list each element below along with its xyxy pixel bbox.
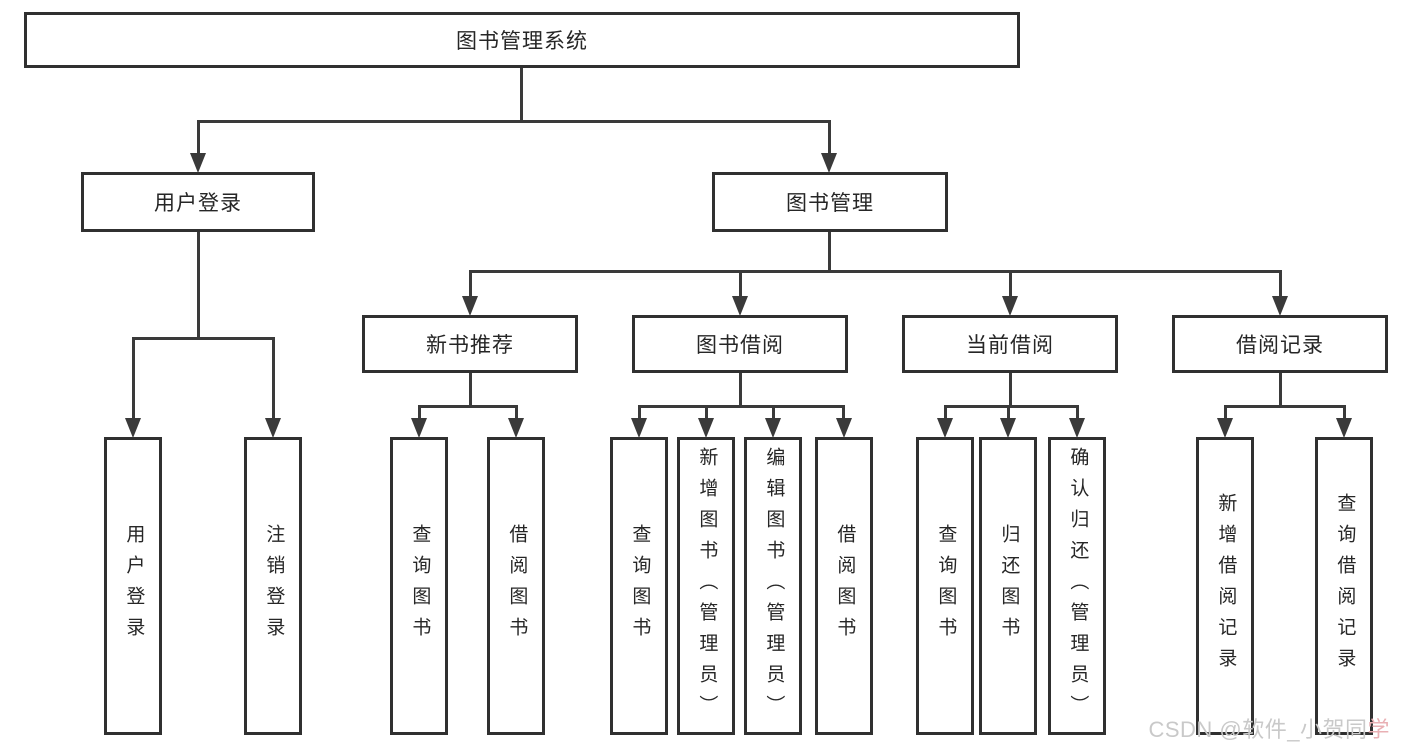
node-borrow-records-label: 借阅记录	[1236, 334, 1324, 357]
connector-borrow-records-split	[1224, 405, 1346, 408]
connector-to-leaf	[638, 405, 641, 420]
leaf-br-query-record: 查询借阅记录	[1315, 437, 1373, 735]
node-book-mgmt: 图书管理	[712, 172, 948, 232]
arrowhead-down-icon	[1000, 418, 1016, 438]
node-current-borrow-label: 当前借阅	[966, 334, 1054, 357]
leaf-logout-label: 注销登录	[263, 524, 285, 648]
arrowhead-down-icon	[631, 418, 647, 438]
leaf-logout: 注销登录	[244, 437, 302, 735]
arrowhead-down-icon	[1069, 418, 1085, 438]
leaf-cb-return-books: 归还图书	[979, 437, 1037, 735]
node-current-borrow: 当前借阅	[902, 315, 1118, 373]
leaf-bb-query-books-label: 查询图书	[629, 524, 651, 648]
arrowhead-down-icon	[411, 418, 427, 438]
arrowhead-down-icon	[698, 418, 714, 438]
connector-borrow-records-stem	[1279, 373, 1282, 405]
connector-book-borrow-split	[638, 405, 844, 408]
connector-to-leaf-logout	[272, 337, 275, 420]
leaf-bb-add-books-admin-label: 新增图书（管理员）	[696, 446, 718, 726]
arrowhead-down-icon	[765, 418, 781, 438]
connector-user-login-stem	[197, 232, 200, 337]
leaf-cb-return-books-label: 归还图书	[998, 524, 1020, 648]
leaf-cb-confirm-return-admin-label: 确认归还（管理员）	[1067, 446, 1089, 726]
node-borrow-records: 借阅记录	[1172, 315, 1388, 373]
arrowhead-down-icon	[265, 418, 281, 438]
arrowhead-down-icon	[836, 418, 852, 438]
connector-current-borrow-split	[944, 405, 1079, 408]
watermark-main-text: CSDN @软件_小贺同	[1148, 717, 1368, 742]
leaf-bb-borrow-books: 借阅图书	[815, 437, 873, 735]
connector-to-leaf	[1343, 405, 1346, 420]
connector-to-leaf	[1224, 405, 1227, 420]
arrowhead-down-icon	[1002, 296, 1018, 316]
leaf-nb-borrow-books: 借阅图书	[487, 437, 545, 735]
node-new-books: 新书推荐	[362, 315, 578, 373]
connector-to-leaf	[842, 405, 845, 420]
node-user-login-label: 用户登录	[154, 192, 242, 215]
arrowhead-down-icon	[125, 418, 141, 438]
connector-new-books-split	[418, 405, 518, 408]
connector-to-leaf	[1007, 405, 1010, 420]
arrowhead-down-icon	[821, 153, 837, 173]
arrowhead-down-icon	[1272, 296, 1288, 316]
node-book-borrow-label: 图书借阅	[696, 334, 784, 357]
connector-to-leaf	[1076, 405, 1079, 420]
leaf-br-add-record-label: 新增借阅记录	[1215, 493, 1237, 679]
connector-to-leaf	[705, 405, 708, 420]
leaf-bb-borrow-books-label: 借阅图书	[834, 524, 856, 648]
arrowhead-down-icon	[462, 296, 478, 316]
arrowhead-down-icon	[937, 418, 953, 438]
connector-to-leaf	[418, 405, 421, 420]
leaf-br-query-record-label: 查询借阅记录	[1334, 493, 1356, 679]
connector-book-mgmt-split	[469, 270, 1282, 273]
leaf-nb-query-books-label: 查询图书	[409, 524, 431, 648]
connector-user-login-split	[132, 337, 275, 340]
node-root: 图书管理系统	[24, 12, 1020, 68]
connector-to-leaf-user-login	[132, 337, 135, 420]
node-new-books-label: 新书推荐	[426, 334, 514, 357]
leaf-cb-query-books: 查询图书	[916, 437, 974, 735]
node-book-mgmt-label: 图书管理	[786, 192, 874, 215]
connector-book-mgmt-stem	[828, 232, 831, 270]
connector-to-book-mgmt	[828, 120, 831, 156]
leaf-bb-add-books-admin: 新增图书（管理员）	[677, 437, 735, 735]
connector-current-borrow-stem	[1009, 373, 1012, 405]
connector-root-split	[197, 120, 831, 123]
watermark: CSDN @软件_小贺同学	[1148, 712, 1390, 744]
leaf-bb-query-books: 查询图书	[610, 437, 668, 735]
leaf-cb-confirm-return-admin: 确认归还（管理员）	[1048, 437, 1106, 735]
node-root-label: 图书管理系统	[456, 30, 588, 53]
leaf-bb-edit-books-admin-label: 编辑图书（管理员）	[763, 446, 785, 726]
connector-to-leaf	[944, 405, 947, 420]
connector-root-stem	[520, 68, 523, 120]
connector-to-book-borrow	[739, 270, 742, 298]
node-book-borrow: 图书借阅	[632, 315, 848, 373]
node-user-login: 用户登录	[81, 172, 315, 232]
connector-to-leaf	[515, 405, 518, 420]
leaf-user-login: 用户登录	[104, 437, 162, 735]
leaf-br-add-record: 新增借阅记录	[1196, 437, 1254, 735]
leaf-nb-query-books: 查询图书	[390, 437, 448, 735]
arrowhead-down-icon	[1217, 418, 1233, 438]
watermark-accent-text: 学	[1367, 717, 1390, 742]
connector-to-new-books	[469, 270, 472, 298]
leaf-user-login-label: 用户登录	[123, 524, 145, 648]
connector-book-borrow-stem	[739, 373, 742, 405]
leaf-nb-borrow-books-label: 借阅图书	[506, 524, 528, 648]
leaf-bb-edit-books-admin: 编辑图书（管理员）	[744, 437, 802, 735]
connector-new-books-stem	[469, 373, 472, 405]
arrowhead-down-icon	[1336, 418, 1352, 438]
leaf-cb-query-books-label: 查询图书	[935, 524, 957, 648]
arrowhead-down-icon	[190, 153, 206, 173]
arrowhead-down-icon	[508, 418, 524, 438]
connector-to-borrow-records	[1279, 270, 1282, 298]
connector-to-leaf	[772, 405, 775, 420]
connector-to-user-login	[197, 120, 200, 156]
connector-to-current-borrow	[1009, 270, 1012, 298]
arrowhead-down-icon	[732, 296, 748, 316]
